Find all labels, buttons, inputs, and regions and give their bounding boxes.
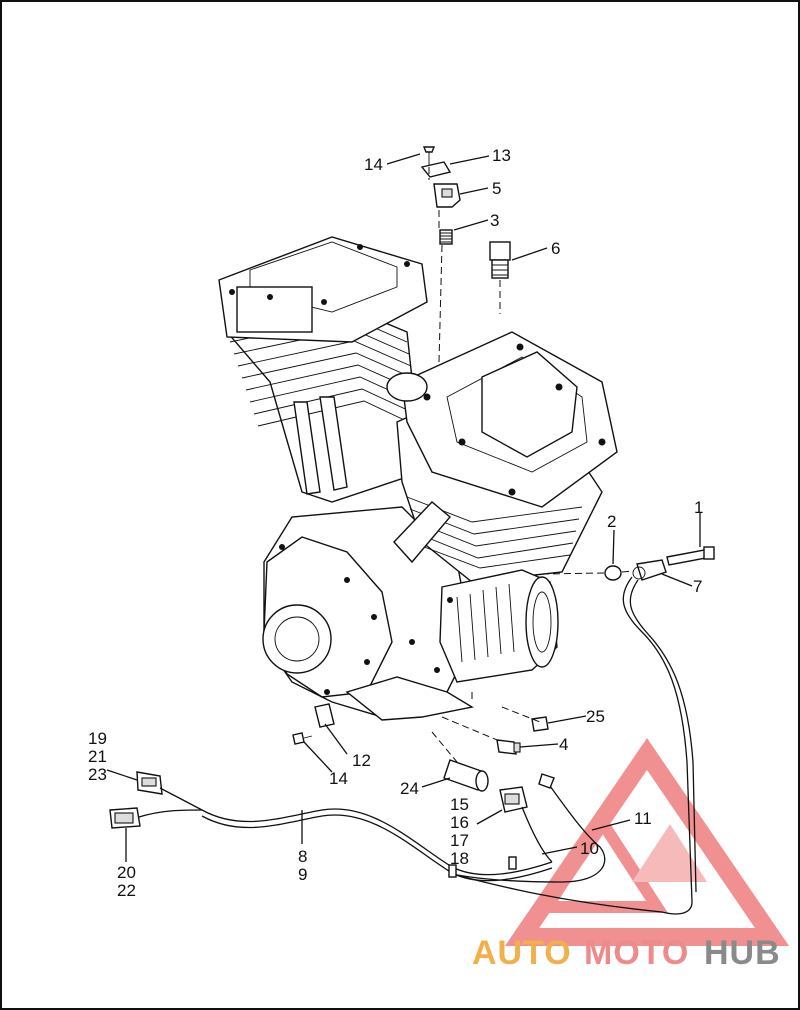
part-14-screw-top [422,146,436,167]
callout-18: 18 [450,849,469,868]
part-12-clip [314,703,335,728]
callout-25: 25 [586,707,605,726]
connector-19-21-23 [136,771,163,795]
callout-21: 21 [88,747,107,766]
callout-14-top: 14 [364,155,383,174]
callout-24: 24 [400,779,419,798]
callout-3: 3 [490,211,499,230]
watermark-hub: HUB [704,934,781,972]
callout-labels: 14 13 5 3 6 2 1 7 25 4 12 14 24 15 16 17… [88,146,703,900]
callout-6: 6 [551,239,560,258]
part-4-sensor [496,739,521,755]
callout-16: 16 [450,813,469,832]
callout-23: 23 [88,765,107,784]
watermark-text: AUTO MOTO HUB [472,934,781,972]
callout-5: 5 [492,179,501,198]
part-24-filter [443,759,489,792]
part-3-spring [439,229,453,245]
watermark-auto: AUTO [472,934,572,972]
callout-14-bottom: 14 [329,769,348,788]
callout-10: 10 [580,839,599,858]
callout-4: 4 [559,735,568,754]
leader-lines [106,153,701,862]
callout-8: 8 [298,847,307,866]
part-7-ground-terminal [632,559,667,581]
callout-1: 1 [694,498,703,517]
callout-17: 17 [450,831,469,850]
callout-11: 11 [634,809,652,828]
callout-7: 7 [693,577,702,596]
callout-20: 20 [117,863,136,882]
part-15-connector [499,786,528,813]
watermark-logo [504,738,790,946]
callout-13: 13 [492,146,511,165]
part-1-bolt [666,546,715,566]
part-14-screw-bottom [292,732,313,745]
part-2-o-ring [604,565,622,581]
connector-20-22 [109,807,141,829]
part-25-plug [531,716,549,732]
callout-22: 22 [117,881,136,900]
engine-illustration [218,236,618,721]
part-13-clip [420,161,452,178]
watermark-moto: MOTO [584,934,689,972]
part-6-pressure-switch [489,241,511,279]
callout-2: 2 [607,512,616,531]
callout-9: 9 [298,865,307,884]
part-5-sensor [433,183,461,208]
callout-12: 12 [352,751,371,770]
callout-19: 19 [88,729,107,748]
callout-15: 15 [450,795,469,814]
